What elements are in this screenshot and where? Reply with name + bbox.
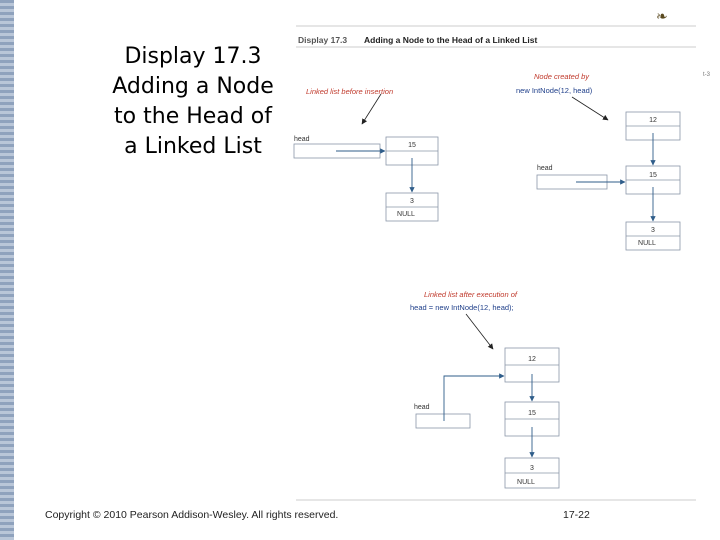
after-head-pointer-box <box>415 413 471 429</box>
left-decorative-strip <box>0 0 14 540</box>
created-code: new IntNode(12, head) <box>516 86 593 95</box>
created-null-label: NULL <box>638 240 656 247</box>
created-node-3-value: 3 <box>651 227 655 234</box>
created-caption-pointer <box>571 96 609 121</box>
copyright-footer: Copyright © 2010 Pearson Addison-Wesley.… <box>45 509 339 521</box>
display-title: Adding a Node to the Head of a Linked Li… <box>364 35 537 45</box>
created-caption: Node created by <box>534 72 590 81</box>
slide-title: Display 17.3 Adding a Node to the Head o… <box>98 42 288 162</box>
publisher-logo-icon: ❧ <box>656 8 668 24</box>
created-head-label: head <box>537 165 553 172</box>
after-node-12-value: 12 <box>528 356 536 363</box>
after-head-label: head <box>414 404 430 411</box>
slide-number: 17-22 <box>563 509 590 521</box>
after-caption: Linked list after execution of <box>424 290 518 299</box>
after-null-label: NULL <box>517 479 535 486</box>
linked-list-figure: Display 17.3 Adding a Node to the Head o… <box>293 25 696 501</box>
before-head-label: head <box>294 136 310 143</box>
after-head-arrow <box>443 373 505 421</box>
before-caption: Linked list before insertion <box>306 87 393 96</box>
title-line: Adding a Node <box>112 74 274 99</box>
before-node-3-value: 3 <box>410 198 414 205</box>
title-line: Display 17.3 <box>124 44 262 69</box>
after-node-15-value: 15 <box>528 410 536 417</box>
created-node-15-value: 15 <box>649 172 657 179</box>
title-line: a Linked List <box>124 134 262 159</box>
display-label: Display 17.3 <box>298 35 347 45</box>
before-caption-pointer <box>361 93 382 125</box>
side-mark: t-3 <box>703 72 711 78</box>
after-node-3-value: 3 <box>530 465 534 472</box>
title-line: to the Head of <box>114 104 272 129</box>
after-caption-pointer <box>465 313 494 350</box>
before-node-15-value: 15 <box>408 142 416 149</box>
before-null-label: NULL <box>397 211 415 218</box>
created-node-12-value: 12 <box>649 117 657 124</box>
after-code: head = new IntNode(12, head); <box>410 303 514 312</box>
